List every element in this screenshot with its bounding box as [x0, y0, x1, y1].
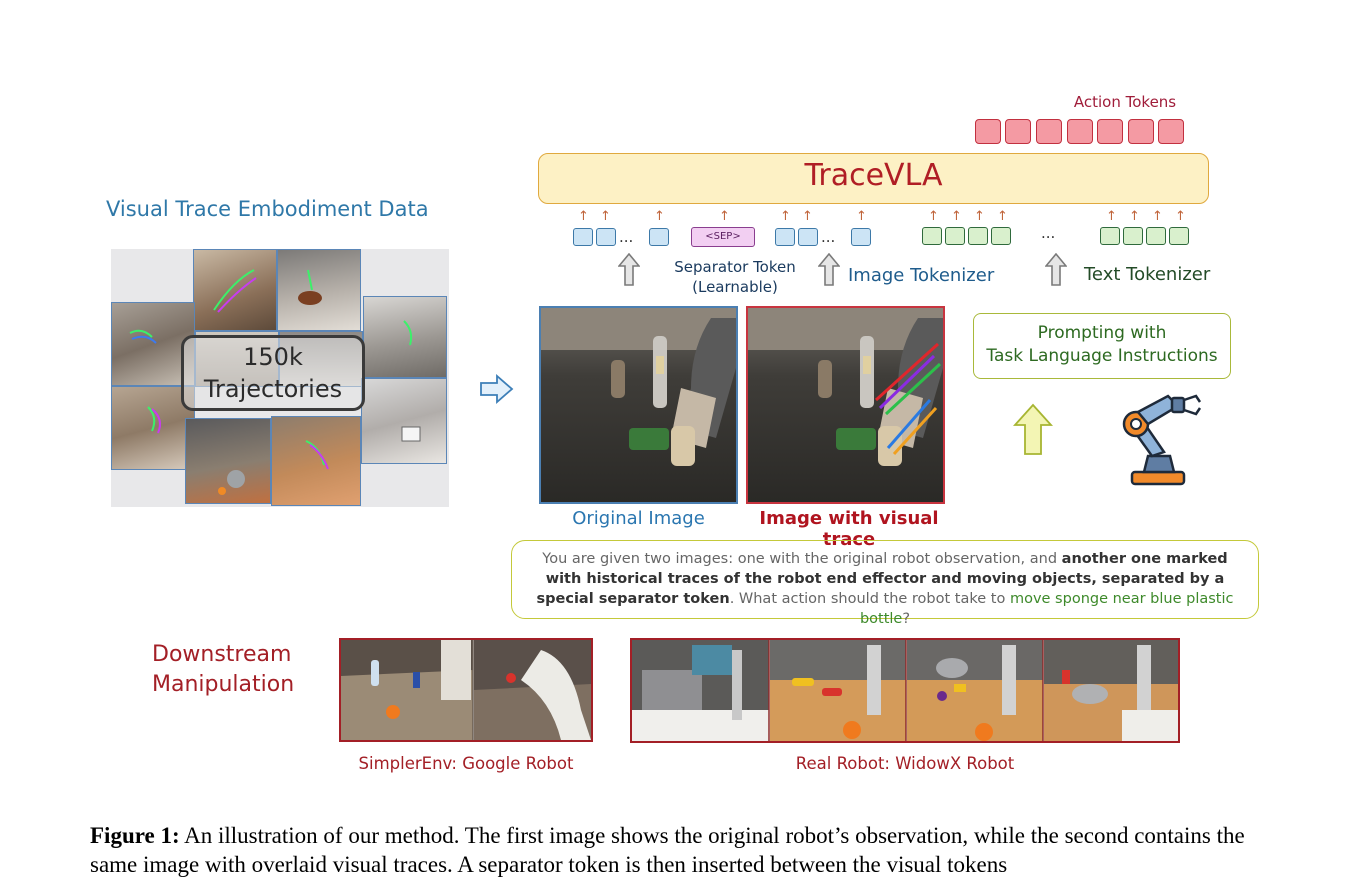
text-tokenizer-label: Text Tokenizer: [1084, 264, 1210, 285]
arrow-up-icon: ↑: [928, 210, 939, 223]
image-tokenizer-label: Image Tokenizer: [848, 265, 994, 286]
arrow-up-icon: ↑: [951, 210, 962, 223]
arrow-up-icon: [618, 253, 640, 287]
original-image: [539, 306, 738, 504]
real-robot-caption: Real Robot: WidowX Robot: [630, 754, 1180, 773]
prompting-line1: Prompting with: [973, 322, 1231, 345]
trajectory-thumbnail: [271, 416, 361, 506]
arrow-up-icon: [1013, 403, 1053, 457]
trajectory-thumbnail: [185, 418, 271, 504]
arrow-up-icon: ↑: [997, 210, 1008, 223]
trajectory-count-unit: Trajectories: [181, 373, 365, 405]
figure-caption-text: An illustration of our method. The first…: [90, 823, 1245, 877]
trace-image: [746, 306, 945, 504]
widowx-images: [630, 638, 1180, 743]
downstream-title-line2: Manipulation: [152, 670, 294, 700]
arrow-up-icon: [818, 253, 840, 287]
arrow-up-icon: ↑: [1175, 210, 1186, 223]
image-token: [775, 228, 795, 246]
arrow-up-icon: ↑: [654, 210, 665, 223]
text-token: [968, 227, 988, 245]
trajectory-count-number: 150k: [181, 341, 365, 373]
text-token: [922, 227, 942, 245]
visual-trace-title: Visual Trace Embodiment Data: [106, 197, 429, 221]
action-token: [1128, 119, 1154, 144]
text-token: [1146, 227, 1166, 245]
separator-token: <SEP>: [691, 227, 755, 247]
image-token: [573, 228, 593, 246]
arrow-up-icon: ↑: [802, 210, 813, 223]
figure-caption: Figure 1: An illustration of our method.…: [90, 821, 1290, 879]
arrow-right-icon: [479, 374, 515, 404]
arrow-up-icon: ↑: [1106, 210, 1117, 223]
text-token: [945, 227, 965, 245]
arrow-up-icon: ↑: [1152, 210, 1163, 223]
text-token: [1123, 227, 1143, 245]
trajectory-thumbnail: [363, 296, 447, 378]
simplerenv-images: [339, 638, 593, 742]
text-token: [991, 227, 1011, 245]
downstream-title-line1: Downstream: [152, 640, 294, 670]
trajectory-thumbnail: [361, 378, 447, 464]
arrow-up-icon: ↑: [1129, 210, 1140, 223]
instruction-text: You are given two images: one with the o…: [525, 549, 1245, 629]
ellipsis: ...: [619, 228, 633, 246]
original-image-label: Original Image: [539, 508, 738, 529]
image-token: [596, 228, 616, 246]
trajectory-thumbnail: [193, 249, 277, 331]
instruction-part: ?: [902, 611, 910, 627]
separator-token-label: Separator Token (Learnable): [668, 257, 802, 297]
action-tokens-label: Action Tokens: [1060, 93, 1190, 111]
image-token: [798, 228, 818, 246]
arrow-up-icon: [1045, 253, 1067, 287]
text-token: [1169, 227, 1189, 245]
image-token: [649, 228, 669, 246]
prompting-line2: Task Language Instructions: [973, 345, 1231, 368]
text-token: [1100, 227, 1120, 245]
ellipsis: ...: [821, 228, 835, 246]
action-token: [1005, 119, 1031, 144]
ellipsis: ...: [1041, 224, 1055, 242]
action-token: [975, 119, 1001, 144]
prompting-text: Prompting with Task Language Instruction…: [973, 322, 1231, 368]
arrow-up-icon: ↑: [578, 210, 589, 223]
action-token: [1097, 119, 1123, 144]
instruction-part: . What action should the robot take to: [730, 591, 1010, 607]
arrow-up-icon: ↑: [780, 210, 791, 223]
action-token: [1158, 119, 1184, 144]
separator-label-line2: (Learnable): [668, 277, 802, 297]
figure-label: Figure 1:: [90, 823, 180, 848]
arrow-up-icon: ↑: [600, 210, 611, 223]
trajectory-thumbnail: [277, 249, 361, 331]
robot-arm-icon: [1108, 392, 1212, 488]
instruction-part: You are given two images: one with the o…: [542, 551, 1061, 567]
simplerenv-caption: SimplerEnv: Google Robot: [339, 754, 593, 773]
arrow-up-icon: ↑: [719, 210, 730, 223]
image-token: [851, 228, 871, 246]
action-token: [1036, 119, 1062, 144]
trajectory-count: 150k Trajectories: [181, 341, 365, 405]
separator-label-line1: Separator Token: [668, 257, 802, 277]
action-token: [1067, 119, 1093, 144]
downstream-title: Downstream Manipulation: [152, 640, 294, 700]
arrow-up-icon: ↑: [856, 210, 867, 223]
tracevla-title: TraceVLA: [538, 158, 1209, 193]
arrow-up-icon: ↑: [974, 210, 985, 223]
